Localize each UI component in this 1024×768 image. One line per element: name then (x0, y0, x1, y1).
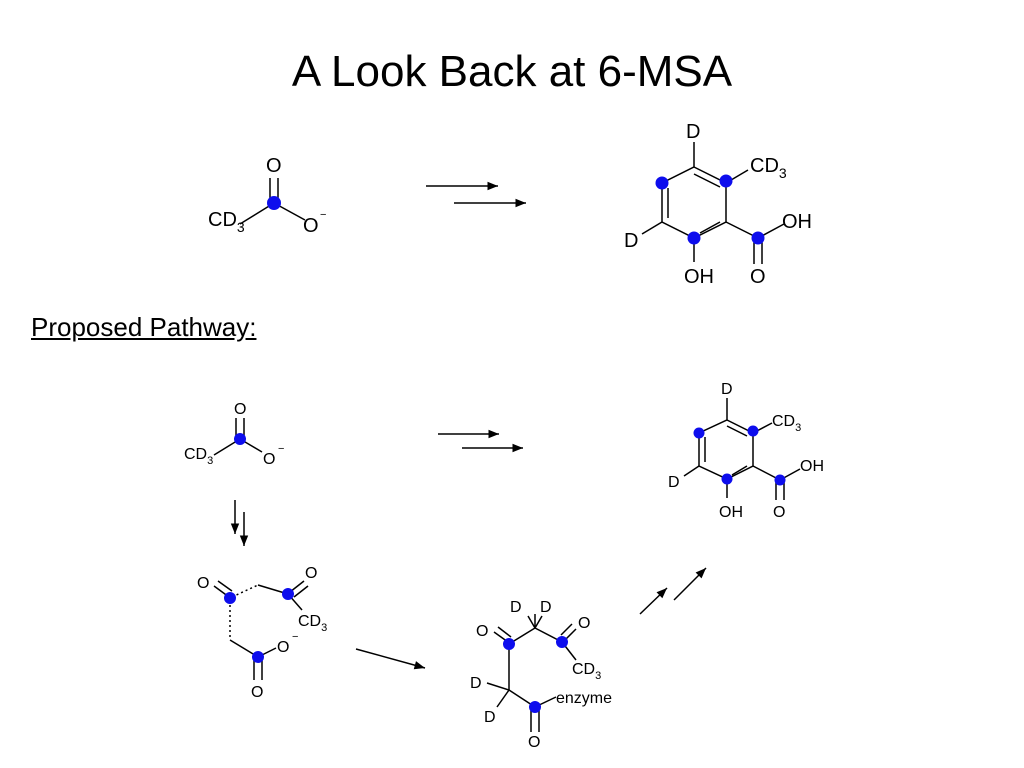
bond-line (293, 585, 309, 598)
atom-label-part: CD (298, 613, 321, 630)
bond-line (527, 615, 536, 629)
negative-charge-label: − (320, 209, 326, 221)
ring-bond (698, 419, 754, 480)
labeled-carbon-marker (774, 474, 786, 486)
bond-line (560, 623, 573, 636)
carbonyl-oxygen-label: O (773, 504, 785, 521)
methyl-carbon: CD (208, 209, 237, 231)
thioester-oxygen-label: O (528, 734, 540, 751)
atom-label-part: CD (772, 413, 795, 430)
atom-label-part: 3 (779, 165, 787, 181)
bond-line (497, 626, 512, 638)
labeled-carbon-marker (721, 473, 733, 485)
atom-label-part: 3 (321, 622, 327, 634)
pathway-arrow-up-1 (639, 587, 668, 615)
slide-title: A Look Back at 6-MSA (291, 47, 733, 96)
enzyme-label: enzyme (556, 690, 612, 707)
methyl-group-label: CD3 (572, 661, 601, 682)
hydroxyl-label: OH (800, 458, 824, 475)
bond-line (231, 584, 259, 598)
methyl-group-label: CD3 (208, 209, 245, 235)
carboxyl-oxygen-label: O (251, 684, 263, 701)
bond-line (726, 425, 748, 437)
labeled-carbon-marker (234, 433, 246, 445)
labeled-carbon-marker (503, 638, 515, 650)
labeled-carbon-marker (751, 231, 765, 245)
carbonyl-oxygen-label: O (266, 155, 282, 177)
deuterium-label: D (510, 599, 522, 616)
bond-line (683, 465, 700, 477)
deuterium-label: D (668, 474, 680, 491)
labeled-carbon-marker (655, 176, 669, 190)
ketone-oxygen-label: O (197, 575, 209, 592)
condensation-intermediate-molecule: O O CD3 O − O (197, 565, 327, 701)
bond-line (217, 580, 233, 592)
bond-line (641, 221, 663, 235)
enzyme-bound-polyketide-molecule: O D D O CD3 D D enzyme O (470, 599, 612, 751)
top-acetate-molecule: O O − CD3 (208, 155, 326, 237)
pathway-arrow-right (355, 648, 426, 670)
top-6msa-molecule: D CD3 D OH OH O (624, 121, 812, 288)
carbonyl-oxygen-label: O (750, 266, 766, 288)
bond-line (693, 173, 721, 188)
phenol-hydroxyl-label: OH (719, 504, 743, 521)
labeled-carbon-marker (267, 196, 281, 210)
carboxylate-oxygen-label: O (277, 639, 289, 656)
hydroxyl-label: OH (782, 211, 812, 233)
deuterium-label: D (540, 599, 552, 616)
labeled-carbon-marker (529, 701, 541, 713)
carbonyl-oxygen-label: O (234, 401, 246, 418)
atom-label-part: CD (750, 155, 779, 177)
thioester-oxygen-label: O (305, 565, 317, 582)
bond-line (699, 221, 721, 234)
methyl-subscript: 3 (237, 219, 245, 235)
atom-label-part: 3 (795, 422, 801, 434)
deuterium-label: D (721, 381, 733, 398)
methyl-group-label: CD3 (298, 613, 327, 634)
ketone-oxygen-label: O (476, 623, 488, 640)
deuterium-label: D (470, 675, 482, 692)
ring-bond (661, 166, 727, 239)
bond-line (486, 682, 510, 691)
deuterium-label: D (686, 121, 700, 143)
labeled-carbon-marker (556, 636, 568, 648)
bond-line (534, 615, 543, 629)
pathway-acetate-molecule: O O − CD3 (184, 401, 284, 468)
pathway-arrow-up-2 (673, 567, 707, 601)
ketone-oxygen-label-2: O (578, 615, 590, 632)
pathway-6msa-molecule: D CD3 D OH OH O (668, 381, 824, 521)
carboxylate-oxygen-label: O (303, 215, 319, 237)
atom-label-part: CD (572, 661, 595, 678)
bond-line (496, 689, 510, 708)
atom-label-part: 3 (207, 455, 213, 467)
section-heading-proposed-pathway: Proposed Pathway: (31, 312, 257, 342)
phenol-hydroxyl-label: OH (684, 266, 714, 288)
deuterium-label: D (624, 230, 638, 252)
labeled-carbon-marker (719, 174, 733, 188)
deuterium-label: D (484, 709, 496, 726)
negative-charge-label: − (292, 631, 298, 643)
atom-label-part: 3 (595, 670, 601, 682)
labeled-carbon-marker (747, 425, 759, 437)
methyl-group-label: CD3 (184, 446, 213, 467)
labeled-carbon-marker (687, 231, 701, 245)
labeled-carbon-marker (282, 588, 294, 600)
labeled-carbon-marker (693, 427, 705, 439)
labeled-carbon-marker (224, 592, 236, 604)
methyl-group-label: CD3 (772, 413, 801, 434)
carboxylate-oxygen-label: O (263, 451, 275, 468)
bond-line (564, 628, 577, 641)
methyl-group-label: CD3 (750, 155, 787, 181)
labeled-carbon-marker (252, 651, 264, 663)
negative-charge-label: − (278, 443, 284, 455)
bond-line (731, 465, 748, 476)
atom-label-part: CD (184, 446, 207, 463)
